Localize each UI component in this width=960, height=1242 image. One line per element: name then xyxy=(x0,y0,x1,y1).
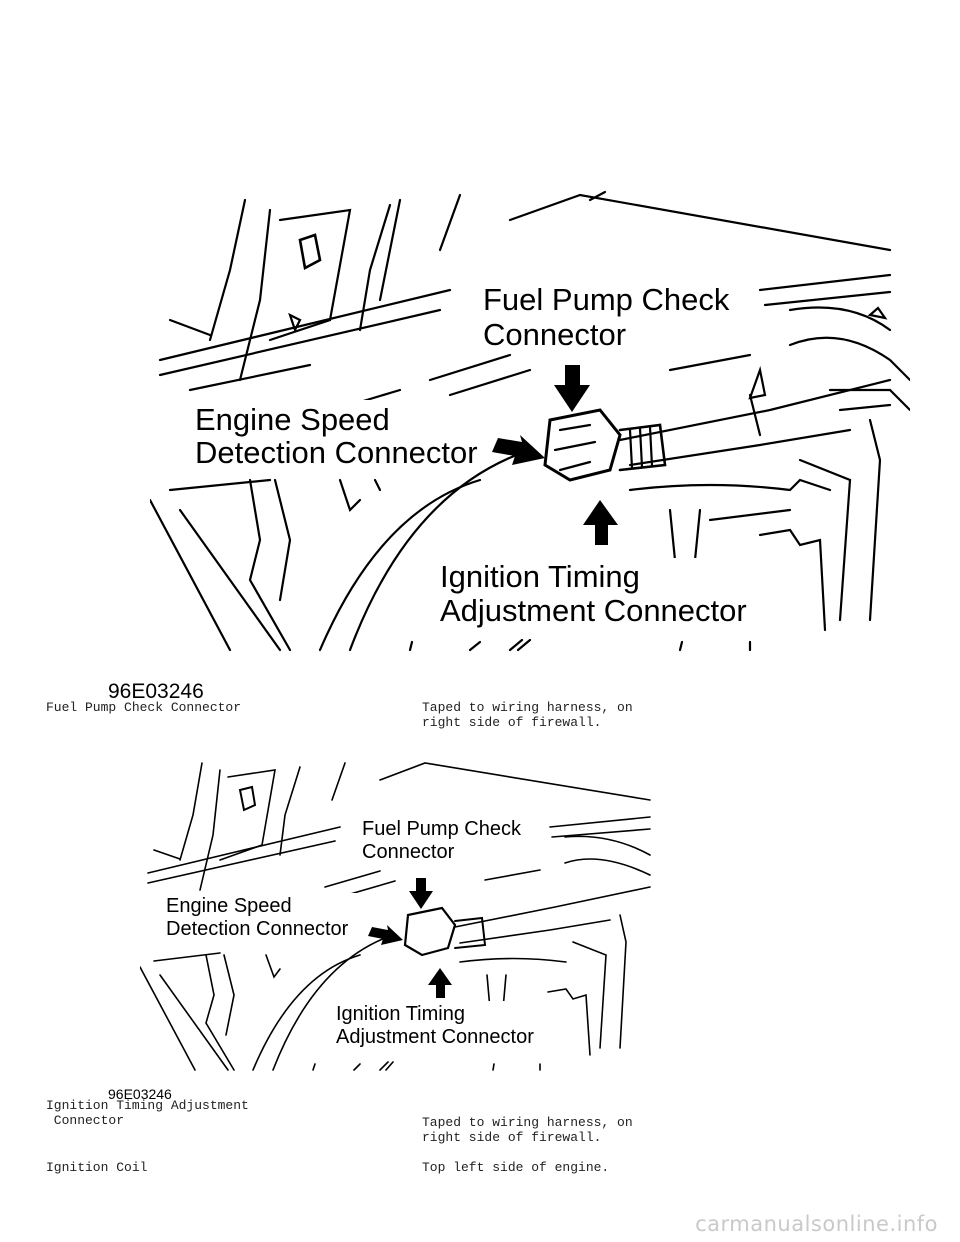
figure-id: 96E03246 xyxy=(108,680,204,703)
engine-speed-detection-label: Engine Speed xyxy=(166,895,292,917)
fuel-pump-check-label: Connector xyxy=(483,317,626,352)
fuel-pump-check-label: Fuel Pump Check xyxy=(362,818,522,840)
engine-speed-detection-label: Detection Connector xyxy=(195,435,478,470)
component-name: Fuel Pump Check Connector xyxy=(46,700,242,715)
fuel-pump-check-label: Connector xyxy=(362,841,455,863)
connector-location-diagram-small: Fuel Pump Check Connector Engine Speed D… xyxy=(140,755,660,1075)
component-location: Taped to wiring harness, on right side o… xyxy=(422,1115,633,1145)
fuel-pump-check-label: Fuel Pump Check xyxy=(483,282,730,317)
component-location: Top left side of engine. xyxy=(422,1160,610,1175)
ignition-timing-label: Ignition Timing xyxy=(336,1003,465,1025)
connector-location-diagram-large: Fuel Pump Check Connector Engine Speed D… xyxy=(150,180,910,660)
component-name: Ignition Coil xyxy=(46,1160,148,1175)
figure-id: 96E03246 xyxy=(108,1086,172,1102)
component-name: Ignition Timing Adjustment Connector xyxy=(46,1098,249,1128)
ignition-timing-label: Ignition Timing xyxy=(440,559,640,594)
ignition-timing-label: Adjustment Connector xyxy=(336,1026,534,1048)
engine-bay-illustration: Fuel Pump Check Connector Engine Speed D… xyxy=(150,190,910,652)
engine-speed-detection-label: Engine Speed xyxy=(195,402,390,437)
watermark: carmanualsonline.info xyxy=(695,1212,938,1236)
engine-bay-illustration: Fuel Pump Check Connector Engine Speed D… xyxy=(140,762,651,1071)
ignition-timing-label: Adjustment Connector xyxy=(440,593,747,628)
engine-speed-detection-label: Detection Connector xyxy=(166,918,349,940)
component-location: Taped to wiring harness, on right side o… xyxy=(422,700,633,730)
